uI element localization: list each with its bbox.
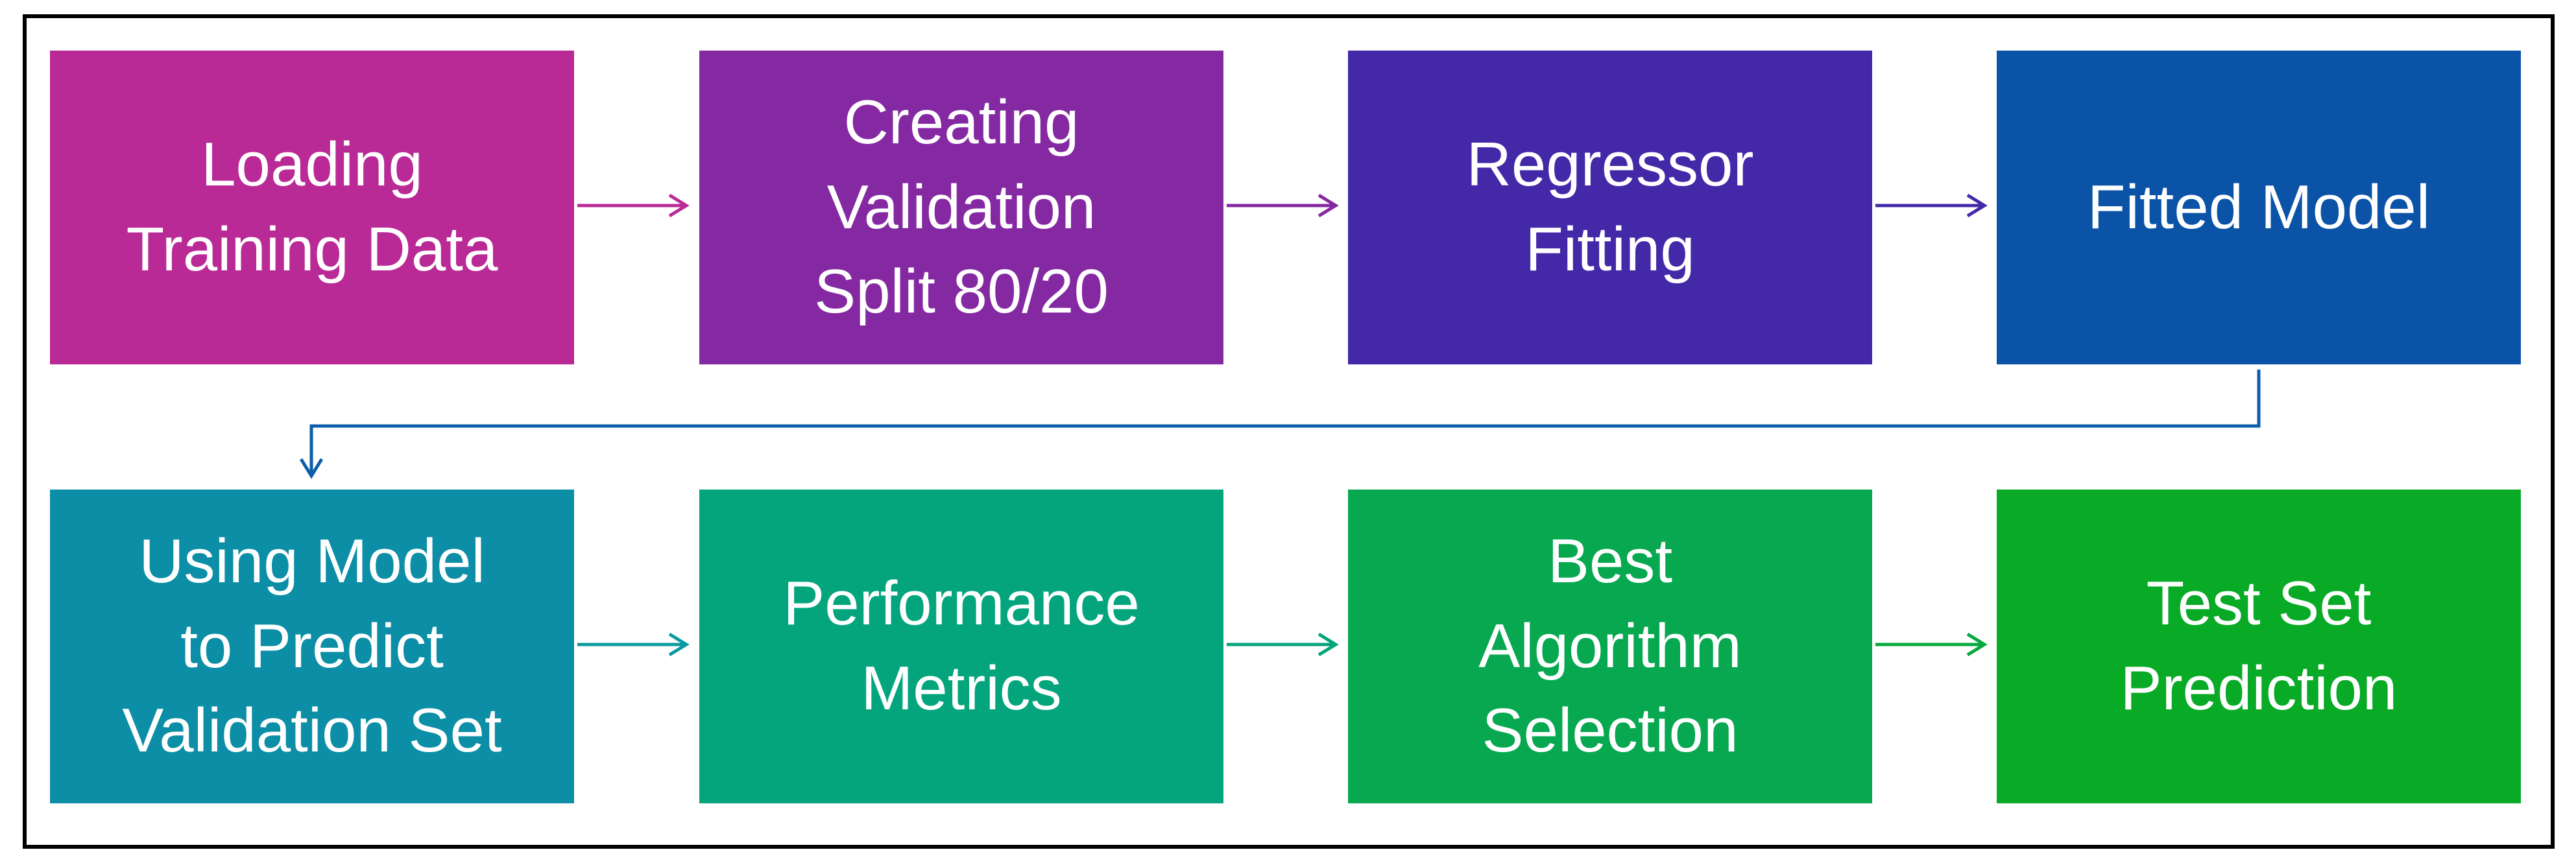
- step-using-model-to-predict: Using Model to Predict Validation Set: [50, 490, 574, 803]
- step-label: Using Model to Predict Validation Set: [122, 526, 502, 766]
- step-best-algorithm-selection: Best Algorithm Selection: [1348, 490, 1872, 803]
- step-fitted-model: Fitted Model: [1997, 51, 2521, 364]
- step-creating-validation-split: Creating Validation Split 80/20: [699, 51, 1223, 364]
- step-label: Loading Training Data: [126, 130, 498, 284]
- step-label: Best Algorithm Selection: [1478, 526, 1742, 766]
- step-test-set-prediction: Test Set Prediction: [1997, 490, 2521, 803]
- step-label: Creating Validation Split 80/20: [814, 88, 1109, 327]
- step-regressor-fitting: Regressor Fitting: [1348, 51, 1872, 364]
- step-performance-metrics: Performance Metrics: [699, 490, 1223, 803]
- step-label: Regressor Fitting: [1466, 130, 1754, 284]
- step-label: Performance Metrics: [783, 569, 1140, 723]
- step-loading-training-data: Loading Training Data: [50, 51, 574, 364]
- step-label: Test Set Prediction: [2120, 569, 2398, 723]
- step-label: Fitted Model: [2087, 172, 2431, 242]
